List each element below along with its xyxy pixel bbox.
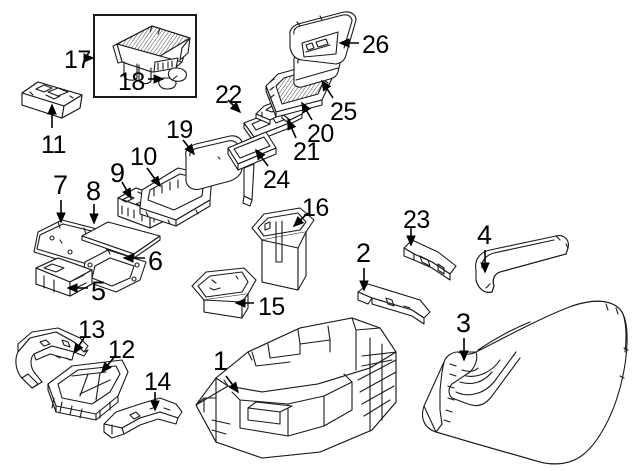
part-1-console-body-main [195, 317, 397, 459]
callout-number-12: 12 [108, 336, 135, 364]
callout-arrow-24 [255, 148, 269, 167]
callout-number-24: 24 [263, 166, 290, 194]
callout-number-11: 11 [41, 131, 66, 159]
callout-arrow-9 [121, 181, 132, 200]
part-13-side-bracket-left [15, 327, 89, 389]
callout-arrow-19 [182, 139, 195, 156]
callout-number-16: 16 [302, 194, 329, 222]
callout-arrow-20 [301, 101, 313, 121]
callout-number-9: 9 [110, 158, 125, 188]
callout-number-19: 19 [166, 116, 193, 144]
callout-number-13: 13 [78, 316, 105, 344]
callout-number-18: 18 [118, 68, 145, 96]
callout-number-6: 6 [148, 246, 163, 276]
callout-arrow-10 [146, 167, 161, 188]
callout-number-17: 17 [64, 46, 91, 74]
callout-number-26: 26 [362, 31, 389, 59]
callout-number-14: 14 [144, 368, 171, 396]
callout-arrow-1 [225, 375, 239, 394]
callout-number-7: 7 [53, 170, 68, 200]
part-8-pad-cushion [81, 221, 161, 259]
callout-number-10: 10 [130, 143, 157, 171]
callout-arrow-12 [100, 354, 117, 374]
callout-arrow-21 [287, 118, 297, 139]
detail-inset-box [93, 14, 197, 98]
callout-number-23: 23 [403, 206, 430, 234]
callout-number-2: 2 [356, 238, 371, 268]
part-5-bracket-block [35, 257, 93, 297]
part-23-clip-strip [403, 239, 457, 281]
callout-number-5: 5 [91, 276, 106, 306]
callout-arrow-22 [227, 99, 242, 114]
callout-number-21: 21 [293, 138, 320, 166]
callout-number-8: 8 [86, 176, 101, 206]
callout-number-20: 20 [307, 120, 334, 148]
part-24-trim-bezel-lower [227, 131, 277, 171]
part-11-upper-cover-panel [21, 81, 83, 119]
callout-number-1: 1 [213, 346, 228, 376]
part-17-console-module-assembly [112, 25, 191, 85]
part-12-lower-tray [47, 359, 129, 421]
callout-number-25: 25 [330, 98, 357, 126]
callout-number-4: 4 [477, 220, 492, 250]
part-3-side-panel-right [421, 300, 629, 465]
callout-arrows [47, 38, 490, 412]
part-18-cup-holder-insert [158, 67, 187, 90]
callout-number-3: 3 [456, 308, 471, 338]
part-14-trim-rail-lower [103, 397, 183, 439]
part-16-storage-bin-deep [251, 207, 315, 291]
part-15-storage-tray-shallow [191, 267, 257, 319]
part-26-rear-console-cover [289, 11, 357, 65]
callout-number-15: 15 [258, 293, 285, 321]
part-2-trim-strip-small [357, 283, 431, 325]
callout-arrow-16 [292, 212, 309, 228]
callout-number-22: 22 [215, 81, 242, 109]
callout-arrow-25 [321, 79, 334, 99]
callout-arrow-13 [73, 337, 85, 355]
